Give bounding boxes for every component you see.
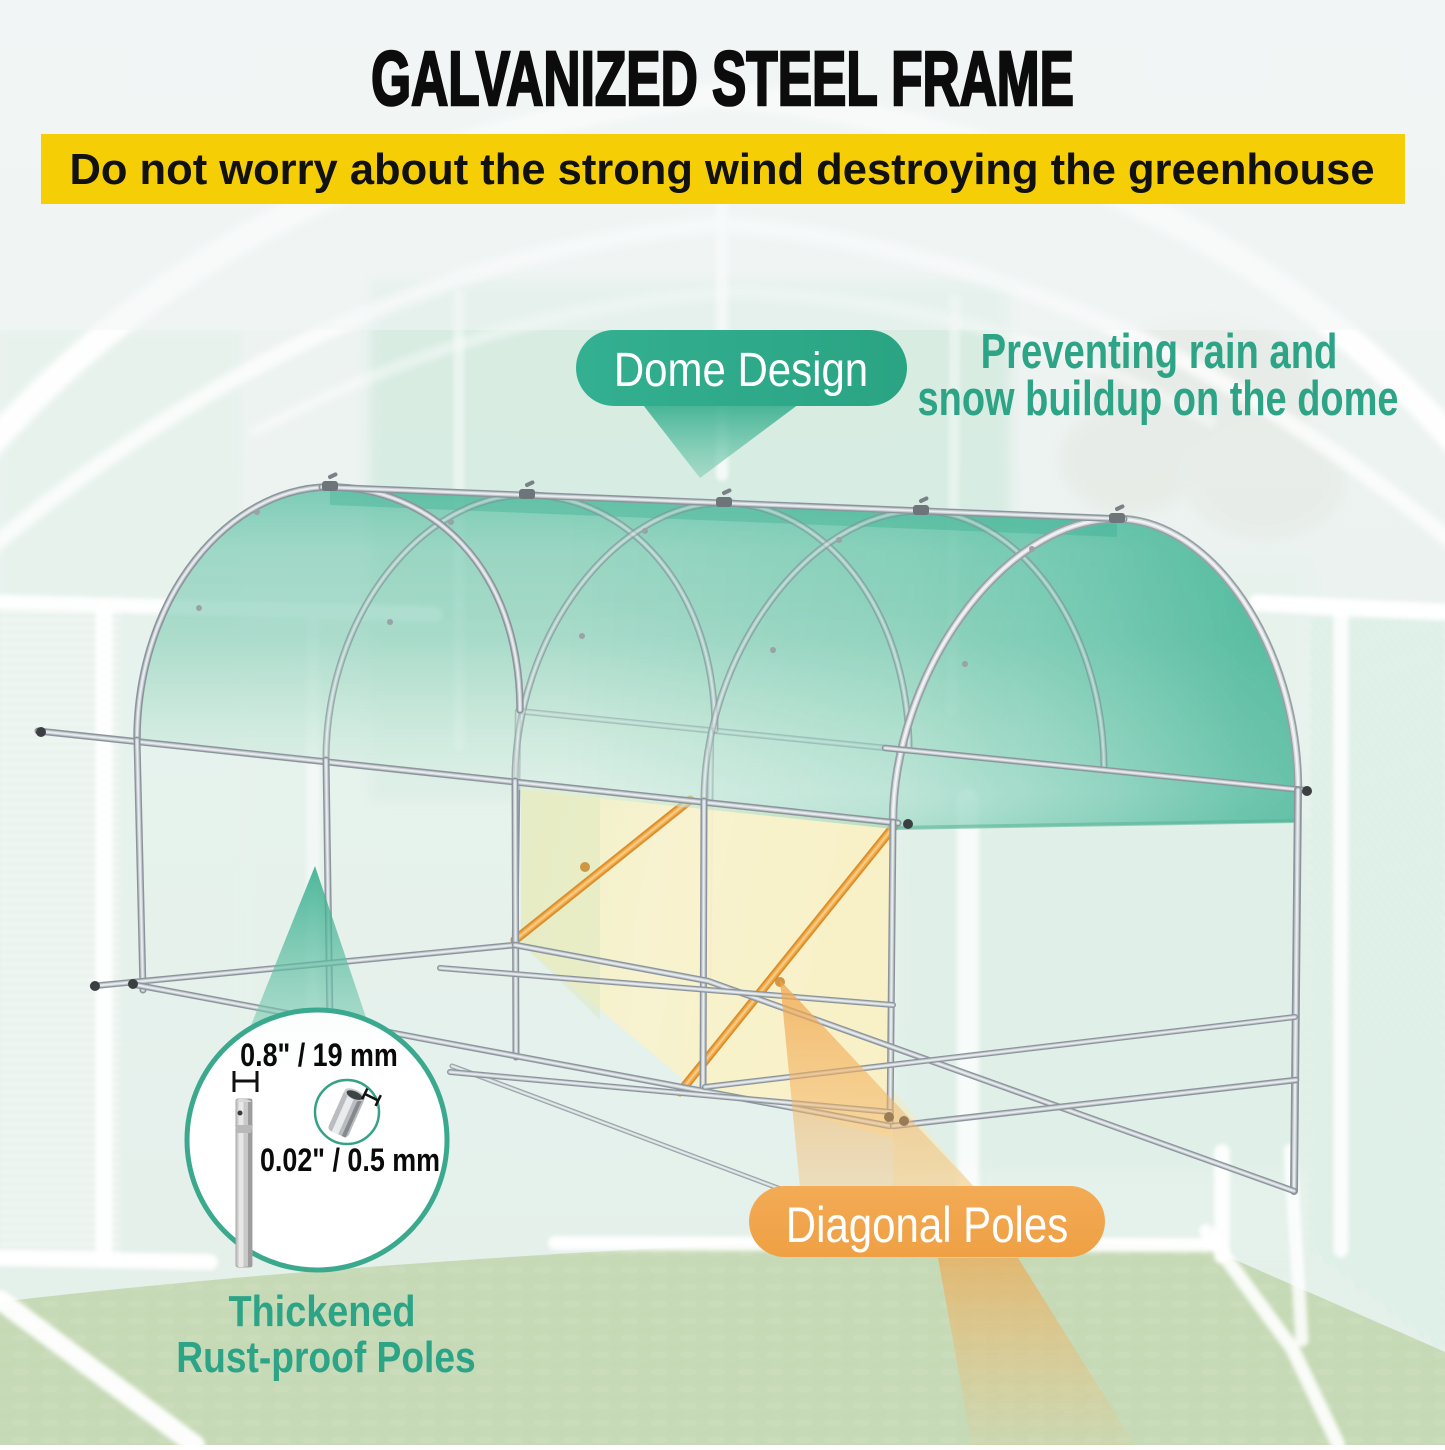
svg-text:0.8" / 19 mm: 0.8" / 19 mm [240,1038,398,1074]
svg-text:snow buildup on the dome: snow buildup on the dome [918,371,1399,426]
svg-text:0.02" / 0.5 mm: 0.02" / 0.5 mm [260,1143,440,1179]
svg-text:Thickened: Thickened [228,1286,415,1335]
svg-text:Dome Design: Dome Design [614,342,868,396]
svg-text:Do not worry about the strong: Do not worry about the strong wind destr… [69,146,1374,194]
svg-text:GALVANIZED STEEL FRAME: GALVANIZED STEEL FRAME [371,36,1074,122]
svg-text:Preventing rain and: Preventing rain and [981,325,1338,380]
svg-text:Rust-proof Poles: Rust-proof Poles [176,1332,475,1382]
svg-text:Diagonal Poles: Diagonal Poles [786,1197,1068,1253]
